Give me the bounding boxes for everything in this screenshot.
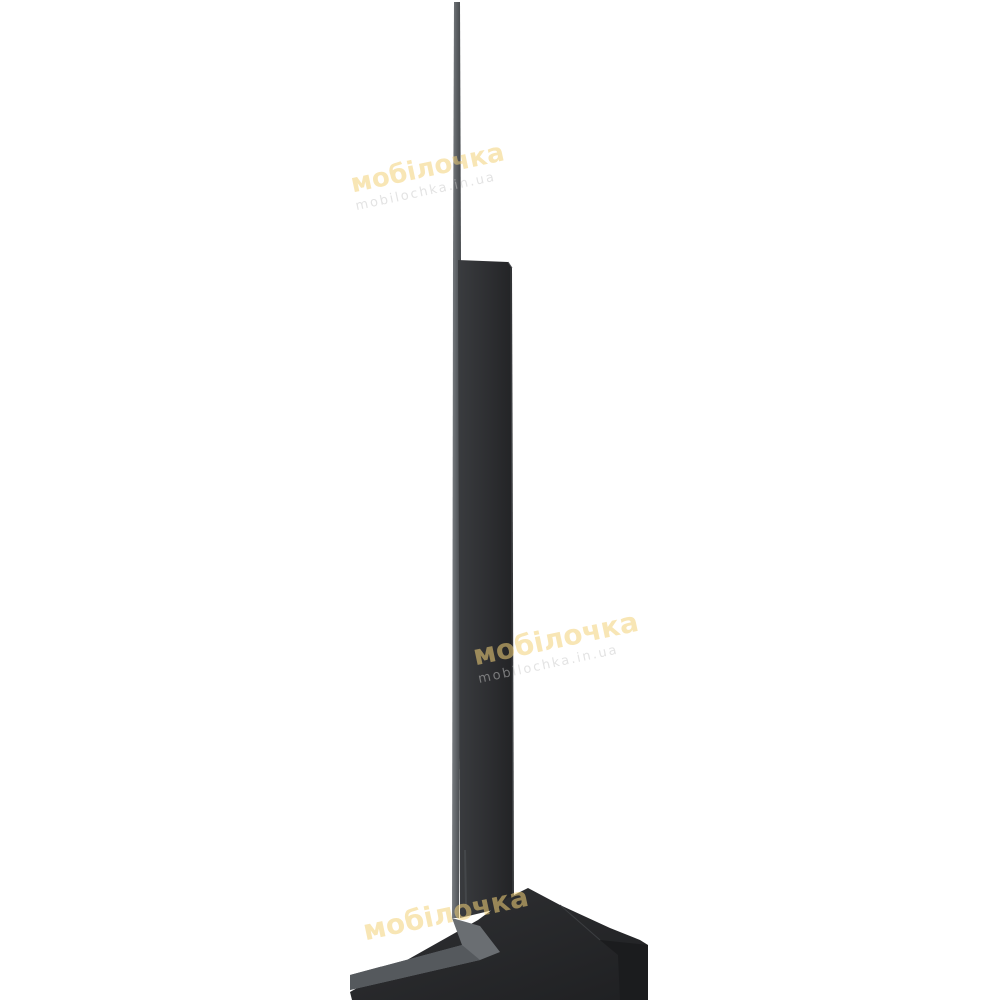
rear-housing [458,260,514,918]
stand-base [350,888,648,1000]
panel-edge [452,2,461,918]
